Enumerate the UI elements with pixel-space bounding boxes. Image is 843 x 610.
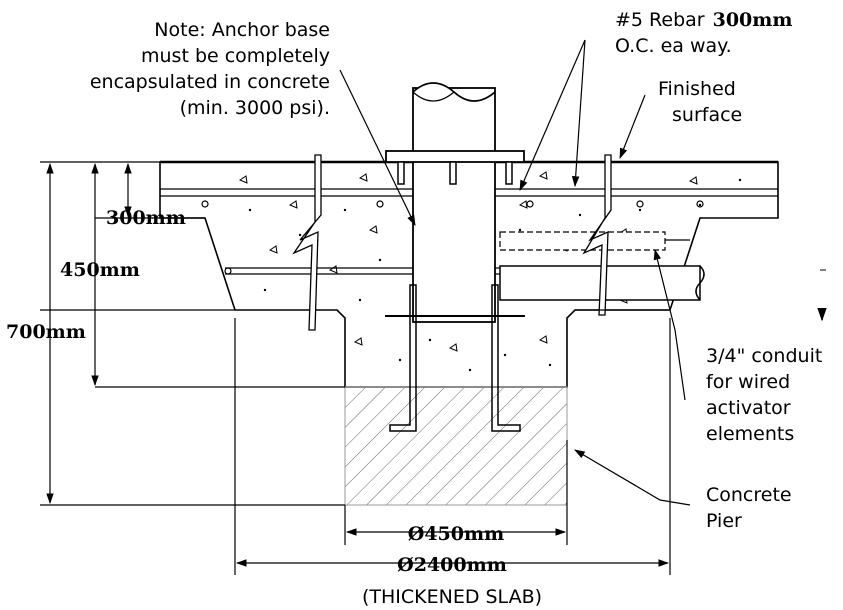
rebar-spacing: 300mm: [713, 9, 793, 31]
conduit-line-1: 3/4" conduit: [706, 345, 822, 367]
conduit-line-2: for wired: [706, 371, 790, 393]
note-line-3: encapsulated in concrete: [90, 71, 330, 93]
conduit-line-4: elements: [706, 423, 794, 445]
dim-slab-diameter: Ø2400mm: [397, 554, 507, 576]
anchor-base-plate: [385, 150, 525, 163]
break-lines: [292, 154, 612, 331]
note-line-4: (min. 3000 psi).: [180, 97, 330, 119]
note-line-1: Note: Anchor base: [154, 19, 330, 41]
rebar-label: #5 Rebar 300mm: [615, 9, 792, 31]
rebar-line-2: O.C. ea way.: [615, 35, 732, 57]
pier-line-1: Concrete: [706, 484, 792, 506]
caption: (THICKENED SLAB): [362, 586, 542, 608]
surface-line-1: Finished: [658, 78, 736, 100]
dim-thickened-depth: 450mm: [60, 259, 140, 281]
rebar-dots: [201, 200, 704, 208]
pier-line-2: Pier: [706, 510, 742, 532]
conduit-line-3: activator: [706, 397, 791, 419]
rebar-prefix: #5 Rebar: [615, 9, 705, 31]
anchor-bolts: [385, 284, 525, 432]
note-line-2: must be completely: [141, 45, 330, 67]
dim-slab-depth: 300mm: [106, 207, 186, 229]
surface-line-2: surface: [672, 104, 742, 126]
post: [412, 82, 496, 323]
dim-total-depth: 700mm: [6, 321, 86, 343]
concrete-pier: [344, 386, 568, 506]
dim-pier-diameter: Ø450mm: [408, 523, 504, 545]
